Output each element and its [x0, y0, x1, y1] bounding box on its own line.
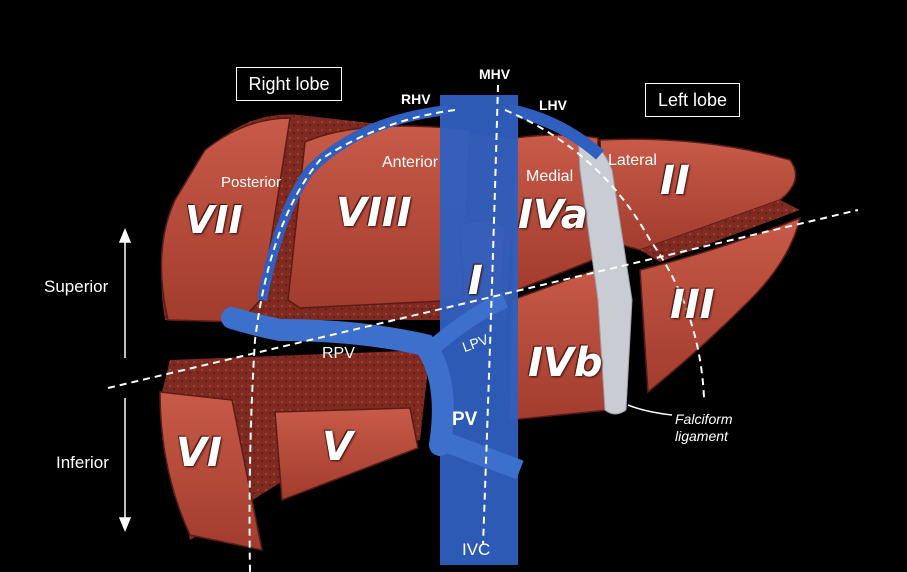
segment-i-label: I	[468, 258, 483, 304]
pv-trunk	[436, 430, 524, 480]
lhv-vessel	[508, 104, 604, 160]
falciform-pointer	[627, 404, 673, 416]
posterior-label: Posterior	[221, 174, 282, 191]
segment-vi-label: VI	[176, 430, 222, 476]
segment-v-shape	[274, 407, 419, 502]
lhv-plane-line	[504, 109, 705, 399]
lateral-label: Lateral	[608, 152, 657, 169]
superior-arrow-head	[118, 228, 132, 243]
segment-ii-label: II	[660, 158, 690, 204]
segment-vi-shape	[159, 391, 263, 551]
rhv-label: RHV	[401, 91, 431, 107]
dashed-guide-lines	[107, 84, 859, 572]
falciform-label-line2: ligament	[675, 428, 728, 444]
rhv-plane-line	[248, 109, 456, 572]
segment-iii-shape	[639, 216, 802, 394]
segment-v-label: V	[322, 424, 353, 470]
right-lobe-label: Right lobe	[236, 67, 342, 101]
segment-iii-label: III	[670, 282, 715, 328]
mhv-label: MHV	[479, 66, 511, 82]
portal-plane-line	[107, 209, 859, 389]
segment-ivb-label: IVb	[528, 340, 603, 386]
mhv-plane-line	[482, 84, 499, 546]
segment-ii-shape	[599, 138, 797, 251]
pv-label: PV	[452, 409, 478, 430]
ivc-label: IVC	[462, 540, 491, 559]
segment-vii-shape	[160, 117, 291, 323]
axis-arrows	[118, 228, 132, 532]
segment-ii-cut	[640, 200, 800, 262]
inferior-label: Inferior	[56, 453, 109, 472]
segment-viii-label: VIII	[336, 190, 412, 236]
segment-vii-label: VII	[185, 198, 243, 242]
segment-iva-label: IVa	[518, 192, 588, 238]
falciform-label-line1: Falciform	[675, 411, 733, 427]
inferior-arrow-head	[118, 517, 132, 532]
rpv-label: RPV	[322, 345, 355, 362]
lpv-vessel	[424, 292, 509, 357]
left-lobe-label: Left lobe	[645, 83, 740, 117]
pv-vessel	[221, 307, 454, 456]
lhv-label: LHV	[539, 97, 567, 113]
superior-label: Superior	[44, 277, 109, 296]
anterior-label: Anterior	[382, 154, 439, 171]
medial-label: Medial	[526, 168, 574, 185]
